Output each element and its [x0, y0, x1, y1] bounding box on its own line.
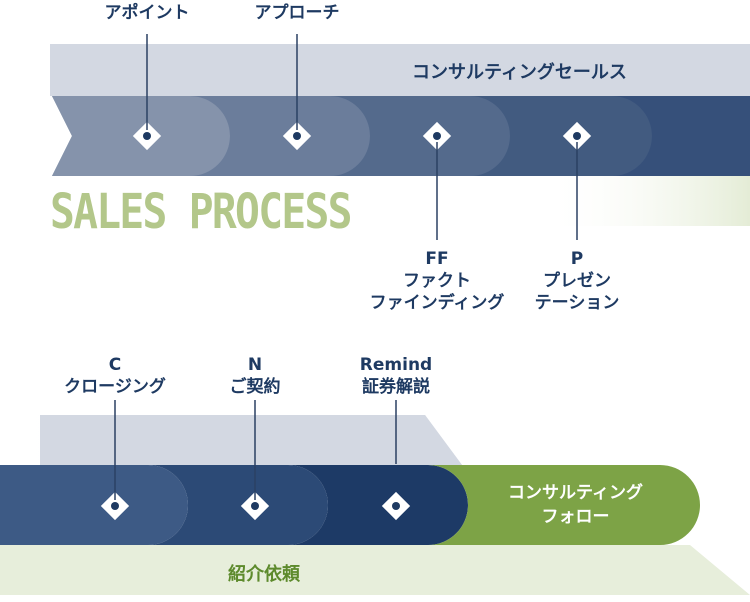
top-segment-2: [190, 96, 370, 176]
bottom-band-label: 紹介依頼: [228, 564, 300, 585]
step-label-line: ファクト: [403, 271, 471, 291]
step-label-contract: N ご契約: [195, 354, 315, 398]
step-label-presentation: P プレゼン テーション: [517, 248, 637, 314]
top-segment-4: [470, 96, 652, 176]
step-label-line: 証券解説: [362, 377, 430, 397]
step-label-appointment: アポイント: [87, 2, 207, 24]
bottom-grey-band-solid: [40, 415, 462, 465]
step-label-approach: アプローチ: [237, 2, 357, 24]
top-green-fade-band: [542, 176, 750, 226]
step-label-line: アプローチ: [254, 3, 340, 23]
bottom-segment-3: [288, 465, 468, 545]
bottom-segment-2: [148, 465, 328, 545]
top-band-label: コンサルティングセールス: [412, 62, 627, 83]
step-label-line: N: [247, 355, 263, 375]
step-label-line: ご契約: [229, 377, 281, 397]
step-label-fact-finding: FF ファクト ファインディング: [352, 248, 522, 314]
top-segment-5: [612, 96, 750, 176]
step-label-line: アポイント: [104, 3, 190, 23]
step-label-remind: Remind 証券解説: [336, 354, 456, 398]
step-label-line: Remind: [359, 355, 433, 375]
top-band-background: [50, 44, 750, 96]
follow-label: コンサルティング フォロー: [488, 481, 663, 529]
bottom-segment-follow: [428, 465, 700, 545]
follow-label-line-2: フォロー: [541, 507, 610, 527]
bottom-green-band: [0, 545, 750, 595]
step-label-line: P: [570, 249, 584, 269]
follow-label-line-1: コンサルティング: [508, 483, 643, 503]
step-label-line: プレゼン: [543, 271, 611, 291]
step-label-line: ファインディング: [369, 293, 505, 313]
step-label-line: FF: [425, 249, 449, 269]
step-label-line: テーション: [534, 293, 620, 313]
bottom-segment-1: [0, 465, 188, 545]
diagram-title: SALES PROCESS: [50, 184, 352, 240]
top-segment-3: [330, 96, 510, 176]
step-label-line: クロージング: [64, 377, 166, 397]
step-label-line: C: [108, 355, 122, 375]
step-label-closing: C クロージング: [45, 354, 185, 398]
